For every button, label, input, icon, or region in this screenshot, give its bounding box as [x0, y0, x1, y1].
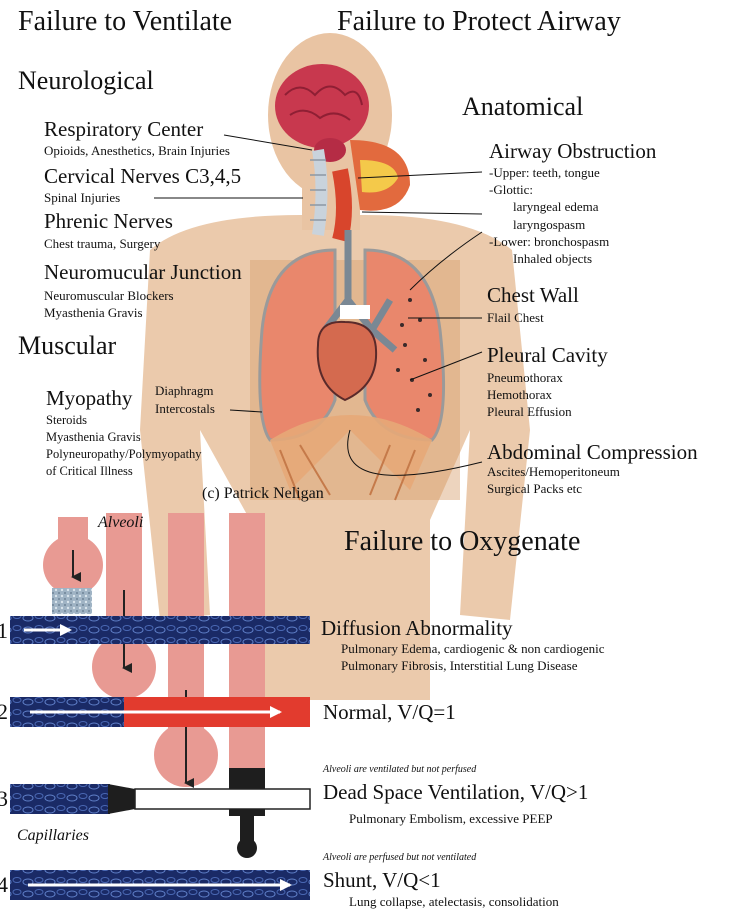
pleural-cavity-detail: Hemothorax [487, 388, 552, 401]
pleural-cavity-detail: Pleural Effusion [487, 405, 572, 418]
capillaries-label: Capillaries [17, 828, 89, 844]
diaphragm-label: Diaphragm [155, 384, 213, 397]
airway-obstruction-detail: Inhaled objects [513, 252, 592, 265]
dead-space-note: Alveoli are ventilated but not perfused [323, 765, 476, 775]
shunt-title: Shunt, V/Q<1 [323, 870, 441, 891]
pleural-cavity-detail: Pneumothorax [487, 371, 563, 384]
heading-neurological: Neurological [18, 68, 154, 94]
item-number: 2 [0, 701, 8, 723]
item-number: 4 [0, 874, 8, 896]
item-number: 3 [0, 788, 8, 810]
shunt-note: Alveoli are perfused but not ventilated [323, 853, 476, 863]
airway-obstruction-detail: -Upper: teeth, tongue [489, 166, 600, 179]
phrenic-nerves-title: Phrenic Nerves [44, 211, 173, 232]
item-number: 1 [0, 620, 8, 642]
title-failure-to-ventilate: Failure to Ventilate [18, 8, 232, 36]
cervical-nerves-detail: Spinal Injuries [44, 191, 120, 204]
abdominal-compression-title: Abdominal Compression [487, 442, 698, 463]
airway-obstruction-detail: laryngeal edema [513, 200, 599, 213]
airway-obstruction-detail: -Lower: bronchospasm [489, 235, 609, 248]
phrenic-nerves-detail: Chest trauma, Surgery [44, 237, 160, 250]
dead-space-detail: Pulmonary Embolism, excessive PEEP [349, 812, 553, 825]
nmj-title: Neuromucular Junction [44, 262, 242, 283]
nmj-detail: Myasthenia Gravis [44, 306, 143, 319]
diffusion-abnormality-detail: Pulmonary Fibrosis, Interstitial Lung Di… [341, 659, 578, 672]
abdominal-compression-detail: Ascites/Hemoperitoneum [487, 465, 620, 478]
diffusion-abnormality-title: Diffusion Abnormality [321, 618, 513, 639]
title-failure-to-oxygenate: Failure to Oxygenate [344, 528, 580, 556]
myopathy-title: Myopathy [46, 388, 132, 409]
airway-obstruction-detail: -Glottic: [489, 183, 533, 196]
heading-anatomical: Anatomical [462, 94, 583, 120]
shunt-detail: Lung collapse, atelectasis, consolidatio… [349, 895, 559, 908]
myopathy-detail: Steroids [46, 412, 87, 429]
intercostals-label: Intercostals [155, 402, 215, 415]
nmj-detail: Neuromuscular Blockers [44, 289, 174, 302]
airway-obstruction-detail: laryngospasm [513, 218, 585, 231]
alveoli-label: Alveoli [98, 515, 143, 531]
airway-obstruction-title: Airway Obstruction [489, 141, 656, 162]
myopathy-detail: Polyneuropathy/Polymyopathy [46, 446, 202, 463]
title-failure-to-protect-airway: Failure to Protect Airway [337, 8, 621, 36]
respiratory-center-title: Respiratory Center [44, 119, 203, 140]
pleural-cavity-title: Pleural Cavity [487, 345, 608, 366]
cervical-nerves-title: Cervical Nerves C3,4,5 [44, 166, 241, 187]
dead-space-title: Dead Space Ventilation, V/Q>1 [323, 782, 588, 803]
normal-vq-title: Normal, V/Q=1 [323, 702, 456, 723]
chest-wall-title: Chest Wall [487, 285, 579, 306]
respiratory-center-detail: Opioids, Anesthetics, Brain Injuries [44, 144, 230, 157]
myopathy-detail: of Critical Illness [46, 463, 133, 480]
credit-text: (c) Patrick Neligan [202, 486, 324, 502]
abdominal-compression-detail: Surgical Packs etc [487, 482, 582, 495]
diffusion-abnormality-detail: Pulmonary Edema, cardiogenic & non cardi… [341, 642, 605, 655]
myopathy-detail: Myasthenia Gravis [46, 429, 141, 446]
chest-wall-detail: Flail Chest [487, 311, 544, 324]
heading-muscular: Muscular [18, 333, 116, 359]
